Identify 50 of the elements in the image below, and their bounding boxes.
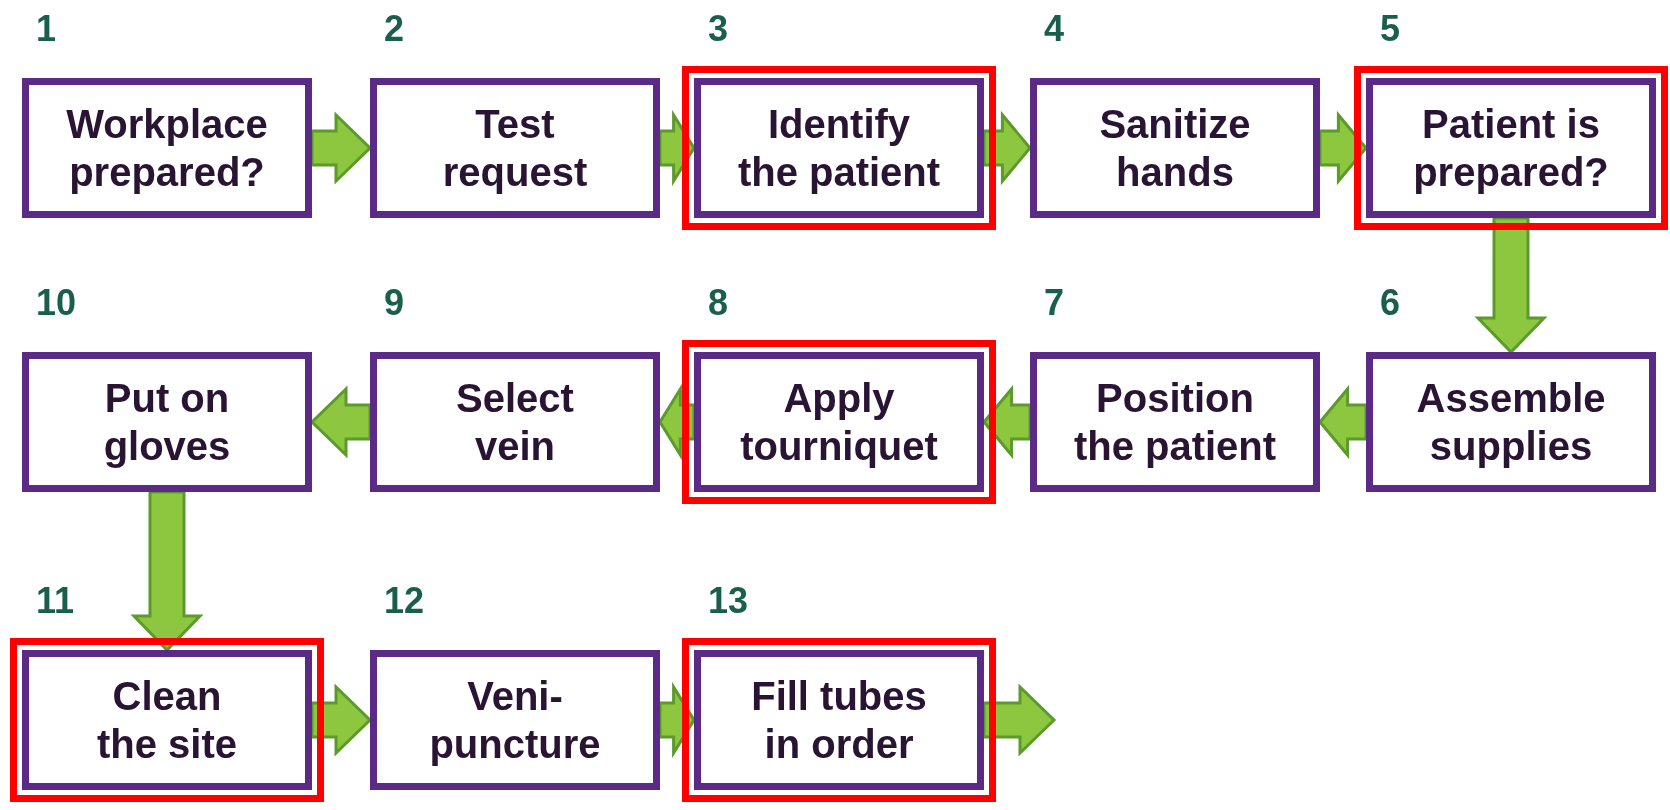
process-box <box>1366 78 1656 218</box>
step-label: Veni- puncture <box>428 673 602 768</box>
process-box <box>1030 78 1320 218</box>
step-label: Position the patient <box>1072 375 1278 470</box>
process-box <box>1366 352 1656 492</box>
step-number: 7 <box>1044 282 1065 324</box>
arrow <box>130 490 204 653</box>
process-box <box>694 352 984 492</box>
highlight-frame <box>682 66 996 230</box>
step-label: Workplace prepared? <box>65 101 269 196</box>
step-number: 4 <box>1044 8 1065 50</box>
step-label: Assemble supplies <box>1415 375 1607 470</box>
arrow <box>1474 216 1548 355</box>
step-number: 6 <box>1380 282 1401 324</box>
process-box <box>1030 352 1320 492</box>
highlight-frame <box>682 340 996 504</box>
highlight-frame <box>682 638 996 802</box>
process-box <box>22 78 312 218</box>
step-number: 1 <box>36 8 57 50</box>
step-label: Fill tubes in order <box>750 673 928 768</box>
step-number: 13 <box>708 580 749 622</box>
arrow <box>1318 384 1368 460</box>
step-label: Apply tourniquet <box>739 375 939 470</box>
step-label: Put on gloves <box>102 375 232 470</box>
step-number: 9 <box>384 282 405 324</box>
step-label: Test request <box>441 101 589 196</box>
step-number: 3 <box>708 8 729 50</box>
step-label: Select vein <box>455 375 575 470</box>
step-label: Identify the patient <box>736 101 942 196</box>
process-box <box>694 650 984 790</box>
step-number: 8 <box>708 282 729 324</box>
arrow <box>309 385 372 459</box>
step-number: 11 <box>36 580 75 622</box>
process-box <box>694 78 984 218</box>
process-box <box>370 650 660 790</box>
arrow <box>982 683 1057 757</box>
arrow <box>310 111 373 185</box>
step-number: 5 <box>1380 8 1401 50</box>
step-label: Clean the site <box>95 673 238 768</box>
highlight-frame <box>10 638 324 802</box>
process-box <box>370 352 660 492</box>
process-box <box>370 78 660 218</box>
process-box <box>22 650 312 790</box>
highlight-frame <box>1354 66 1668 230</box>
step-number: 10 <box>36 282 77 324</box>
step-label: Sanitize hands <box>1098 101 1252 196</box>
step-number: 12 <box>384 580 425 622</box>
step-number: 2 <box>384 8 405 50</box>
process-box <box>22 352 312 492</box>
step-label: Patient is prepared? <box>1412 101 1610 196</box>
